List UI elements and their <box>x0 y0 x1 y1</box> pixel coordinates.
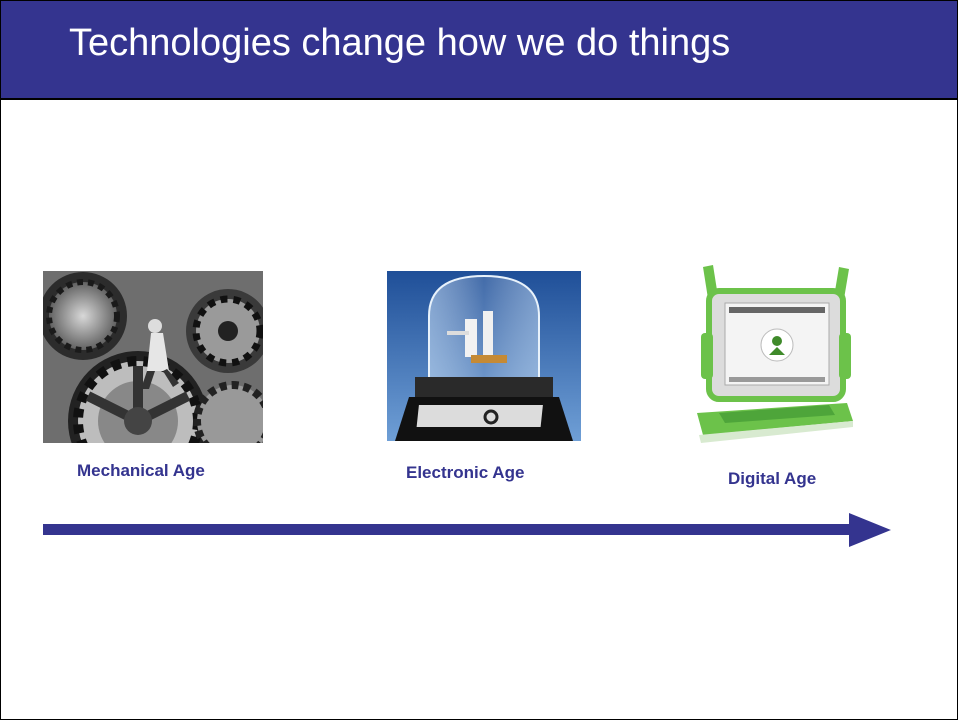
digital-age-image <box>689 263 855 455</box>
right-arrow-icon <box>43 513 891 547</box>
title-bar: Technologies change how we do things <box>1 1 957 100</box>
electronic-age-label: Electronic Age <box>406 463 525 482</box>
mechanical-age-image <box>43 271 263 443</box>
mechanical-age-label: Mechanical Age <box>77 461 205 480</box>
slide-title: Technologies change how we do things <box>69 22 731 64</box>
gears-photo <box>43 271 263 443</box>
transistor-bell-jar-photo <box>387 271 581 441</box>
electronic-age-image <box>387 271 581 441</box>
digital-age-label: Digital Age <box>728 469 817 488</box>
green-laptop-photo <box>689 263 855 455</box>
